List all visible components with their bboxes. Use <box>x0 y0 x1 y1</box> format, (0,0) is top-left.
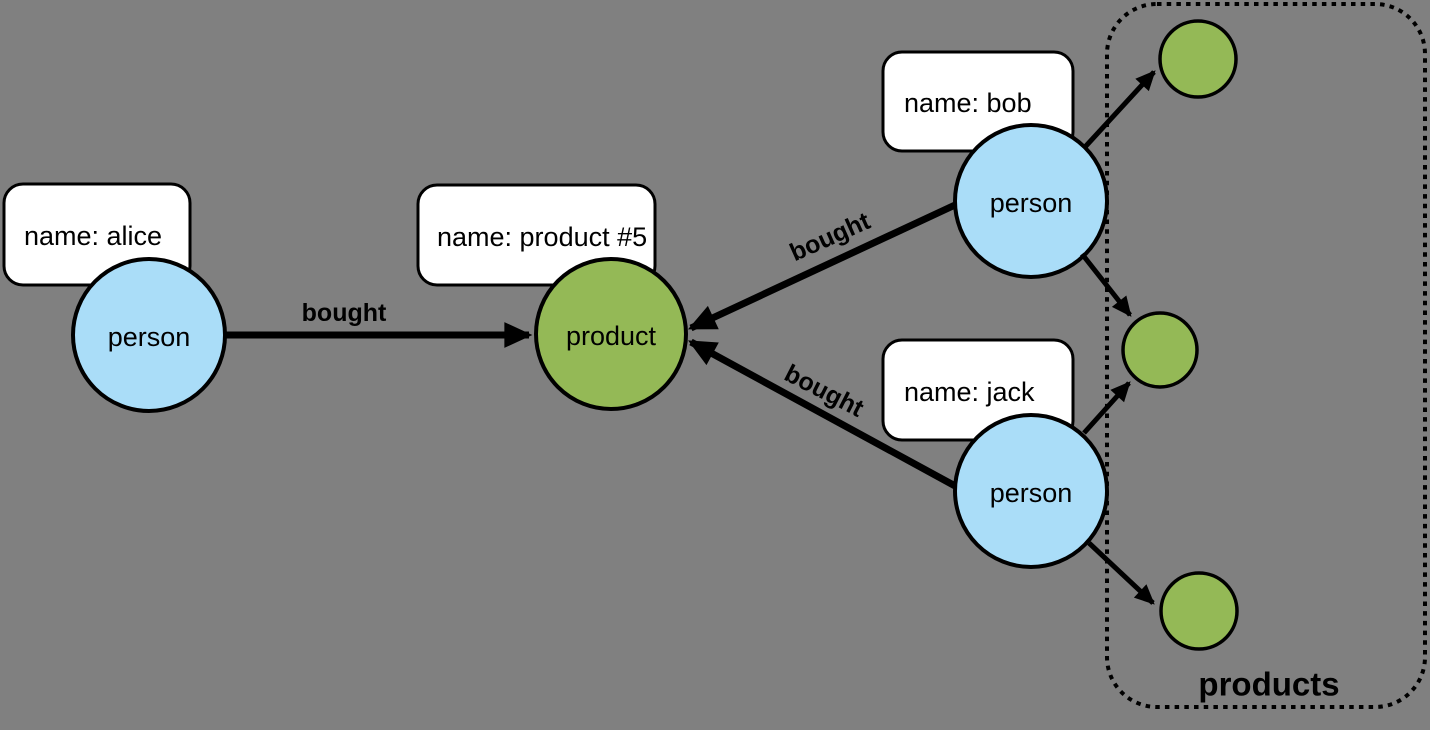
node-product-bottom <box>1159 571 1239 651</box>
node-product-middle <box>1121 311 1199 389</box>
node-label-bob: person <box>990 188 1073 218</box>
products-group-label: products <box>1198 666 1339 703</box>
property-text-alice: name: alice <box>24 221 162 251</box>
node-product-top <box>1158 19 1238 99</box>
node-person-alice <box>71 257 227 413</box>
edge-bob-product-top <box>1083 70 1156 149</box>
property-text-product: name: product #5 <box>437 222 647 252</box>
edge-label-alice-bought: bought <box>302 299 387 327</box>
edge-jack-product-middle <box>1082 381 1131 435</box>
edge-bob-product-middle <box>1080 252 1132 317</box>
edge-jack-product-bottom <box>1087 541 1155 605</box>
node-person-bob <box>953 123 1109 279</box>
edge-bob-bought-product <box>687 201 957 332</box>
node-person-jack <box>953 413 1109 569</box>
property-text-jack: name: jack <box>904 377 1035 407</box>
node-label-jack: person <box>990 478 1073 508</box>
node-label-product-5: product <box>566 321 657 351</box>
edge-jack-bought-product <box>688 338 959 491</box>
property-text-bob: name: bob <box>904 88 1032 118</box>
node-label-alice: person <box>108 322 191 352</box>
products-group-boundary <box>1105 2 1427 709</box>
edge-label-bob-bought: bought <box>786 207 875 267</box>
node-product-5 <box>534 257 688 411</box>
